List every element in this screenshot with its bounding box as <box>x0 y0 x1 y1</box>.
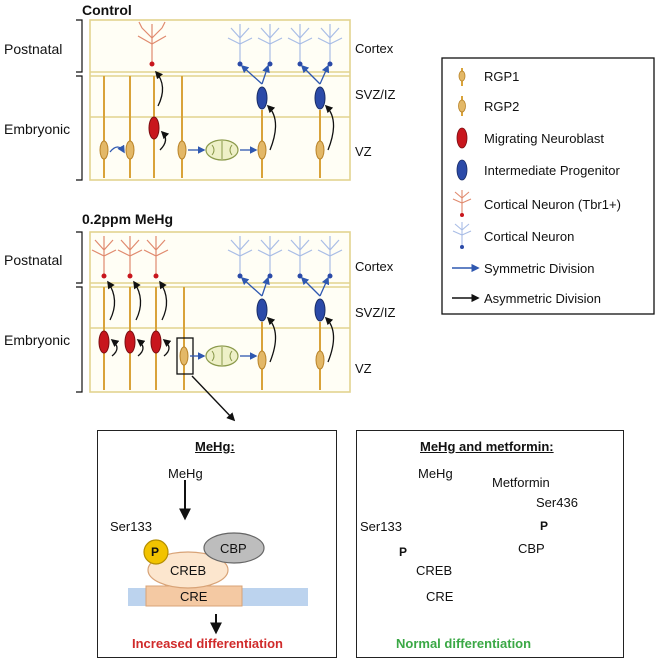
right-p2-label: P <box>540 519 549 533</box>
mehg-progenitor-2 <box>314 298 326 322</box>
legend-icons <box>452 68 480 303</box>
control-symmetric-arrows <box>109 64 330 154</box>
mehg-asymmetric-arrows <box>107 280 335 363</box>
control-embryonic-label: Embryonic <box>4 121 71 137</box>
mehg-dividing-cell <box>205 345 239 367</box>
right-ser133-label: Ser133 <box>360 519 402 534</box>
legend-label-rgp2: RGP2 <box>484 99 520 114</box>
metformin-mechanism-box <box>356 430 624 658</box>
control-dividing-cell <box>205 139 239 161</box>
control-progenitor-2 <box>314 86 326 110</box>
legend-label-tbr1-neuron: Cortical Neuron (Tbr1+) <box>484 197 621 212</box>
control-brackets <box>76 19 83 181</box>
right-box-title: MeHg and metformin: <box>420 439 554 454</box>
control-cortical-neurons <box>227 24 343 62</box>
mehg-svz-label: SVZ/IZ <box>355 305 396 320</box>
left-cbp-oval <box>203 532 265 564</box>
control-neuroblast <box>148 116 160 140</box>
legend-label-rgp1: RGP1 <box>484 69 520 84</box>
right-cbp-label: CBP <box>518 541 545 556</box>
control-progenitor-1 <box>256 86 268 110</box>
control-svz-label: SVZ/IZ <box>355 87 396 102</box>
zoom-arrow <box>191 375 236 422</box>
control-cortex-label: Cortex <box>355 41 394 56</box>
mehg-neuroblasts <box>98 330 162 354</box>
right-mehg-label: MeHg <box>418 466 453 481</box>
control-asymmetric-arrows <box>154 70 335 151</box>
control-rgp-bodies <box>99 140 325 160</box>
control-postnatal-label: Postnatal <box>4 41 63 57</box>
left-mehg-label: MeHg <box>168 466 203 481</box>
right-creb-label: CREB <box>416 563 453 578</box>
mehg-tbr1-somata <box>101 273 159 279</box>
left-p-label: P <box>151 545 160 559</box>
mehg-postnatal-label: Postnatal <box>4 252 63 268</box>
mehg-brackets <box>76 231 83 393</box>
mehg-vz-label: VZ <box>355 361 372 376</box>
right-result-label: Normal differentiation <box>396 636 532 651</box>
left-ser133-label: Ser133 <box>110 519 152 534</box>
mehg-embryonic-label: Embryonic <box>4 332 71 348</box>
mehg-cortex-label: Cortex <box>355 259 394 274</box>
mehg-progenitor-1 <box>256 298 268 322</box>
legend-label-cortical-neuron: Cortical Neuron <box>484 229 575 244</box>
left-p-circle <box>143 539 169 565</box>
control-tbr1-neuron <box>137 21 167 62</box>
mehg-panel-title: 0.2ppm MeHg <box>82 211 174 227</box>
mehg-tbr1-neurons <box>91 236 169 274</box>
right-ser436-label: Ser436 <box>536 495 578 510</box>
right-cre-label: CRE <box>426 589 454 604</box>
control-vz-label: VZ <box>355 144 372 159</box>
left-creb-label: CREB <box>170 563 207 578</box>
legend-label-symmetric: Symmetric Division <box>484 261 595 276</box>
right-metformin-label: Metformin <box>492 475 550 490</box>
left-box-title: MeHg: <box>195 439 235 454</box>
legend-label-progenitor: Intermediate Progenitor <box>484 163 620 178</box>
mehg-rgp-bodies <box>179 346 325 370</box>
mehg-symmetric-arrows <box>190 276 330 360</box>
left-result-label: Increased differentiation <box>132 636 283 651</box>
legend-label-asymmetric: Asymmetric Division <box>484 291 602 306</box>
control-title: Control <box>82 2 132 18</box>
left-cre-label: CRE <box>180 589 208 604</box>
left-cbp-label: CBP <box>220 541 247 556</box>
right-p1-label: P <box>399 545 408 559</box>
legend-label-neuroblast: Migrating Neuroblast <box>484 131 604 146</box>
mehg-cortical-neurons <box>227 236 343 274</box>
left-creb-oval <box>147 551 229 589</box>
